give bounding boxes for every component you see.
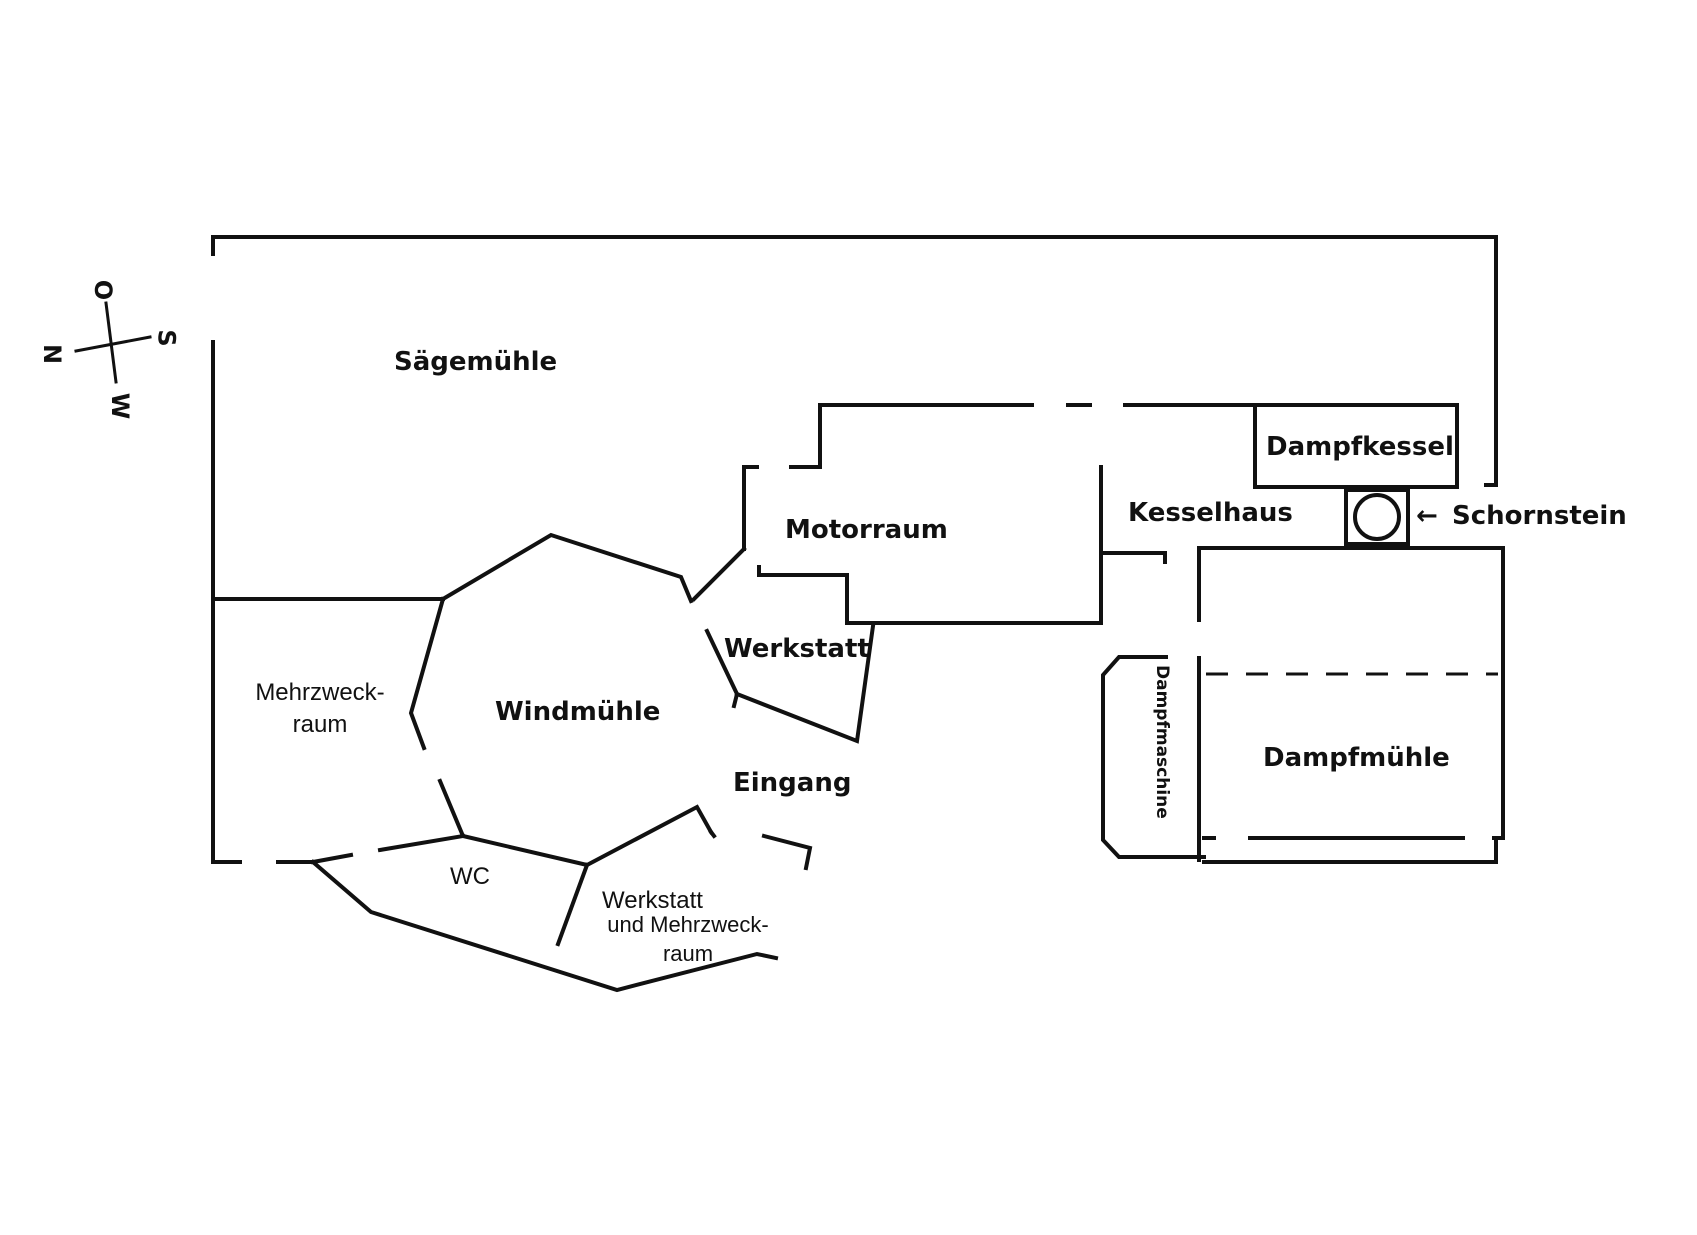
saegemuehle-west-wall (211, 340, 242, 864)
wc-north-wall (377, 833, 466, 853)
room-label-wc: WC (450, 863, 490, 890)
werkstatt2-line-3: raum (662, 941, 714, 967)
dampfmuehle-wall-bottom (1202, 836, 1498, 864)
room-label-dampfkessel: Dampfkessel (1266, 432, 1454, 462)
outbuilding-south-wall (310, 859, 779, 993)
schornstein-box (1344, 488, 1410, 546)
room-label-eingang: Eingang (733, 768, 852, 798)
dampfmaschine-wall (1101, 655, 1206, 859)
motorraum-wall-top (742, 465, 759, 551)
eingang-door-right (761, 833, 813, 871)
south-wall-segment-2 (310, 852, 354, 865)
dampfkessel-box (1253, 403, 1459, 489)
windmuehle-wall-west (408, 596, 446, 751)
wc-east-wall (555, 862, 590, 947)
room-label-werkstatt-mehrzweckraum: Werkstatt und Mehrzweck- raum (598, 887, 778, 967)
compass-west-label: W (106, 392, 135, 420)
mehrzweckraum-line-1: Mehrzweck- (255, 679, 385, 706)
room-label-werkstatt: Werkstatt (724, 634, 870, 664)
compass-east-label: O (89, 279, 118, 301)
motorraum-wall-top2 (789, 403, 1034, 469)
windmuehle-wall-southwest (437, 778, 714, 868)
room-label-saegemuehle: Sägemühle (394, 347, 558, 377)
room-label-dampfmaschine: Dampfmaschine (1152, 665, 1172, 819)
compass-north-label: N (38, 343, 67, 365)
room-label-kesselhaus: Kesselhaus (1128, 498, 1293, 528)
werkstatt-wall (734, 623, 876, 744)
room-label-dampfmuehle: Dampfmühle (1263, 743, 1450, 773)
room-label-motorraum: Motorraum (785, 515, 948, 545)
kesselhaus-wall-south (1099, 551, 1167, 564)
windmuehle-wall-north (440, 532, 694, 604)
werkstatt2-line-1: Werkstatt (602, 887, 703, 914)
room-label-mehrzweckraum: Mehrzweck- raum (250, 681, 390, 737)
mehrzweckraum-line-2: raum (292, 711, 348, 738)
room-label-windmuehle: Windmühle (495, 697, 661, 727)
schornstein-arrow-icon: ← (1416, 501, 1438, 531)
motorraum-wall-inner (757, 465, 1103, 625)
dampfmuehle-wall (1197, 546, 1505, 840)
saegemuehle-outer-wall (211, 235, 1498, 487)
compass-rose (74, 301, 152, 384)
schornstein-circle (1353, 493, 1401, 541)
room-label-schornstein: Schornstein (1452, 501, 1627, 531)
compass-south-label: S (152, 329, 181, 347)
eingang-door-left (708, 829, 717, 839)
windmuehle-wall-northeast (691, 546, 747, 602)
werkstatt2-line-2: und Mehrzweck- (607, 912, 769, 938)
